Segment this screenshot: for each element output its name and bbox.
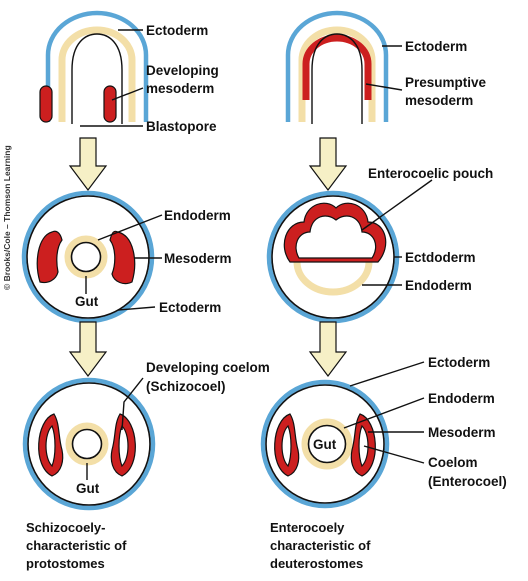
leader-r3-ectoderm [350,362,424,386]
label-gut-3: Gut [76,481,100,496]
label-endoderm-2: Endoderm [164,208,231,223]
left-stage2: Endoderm Mesoderm Gut Ectoderm [24,193,232,321]
leader-left-devmeso [112,88,143,100]
label-left-blastopore: Blastopore [146,119,217,134]
label-endoderm-r2: Endoderm [405,278,472,293]
right-gastrula: Ectoderm Presumptive mesoderm [288,13,487,124]
label-right-ectoderm: Ectoderm [405,39,467,54]
caption-left-line3: protostomes [26,556,105,571]
caption-left-line1: Schizocoely- [26,520,105,535]
label-left-developing: Developing [146,63,219,78]
right-stage2: Enterocoelic pouch Ectdoderm Endoderm [269,166,493,321]
label-ectoderm-2: Ectoderm [159,300,221,315]
left-arrow-1 [70,138,106,190]
label-schizocoel: (Schizocoel) [146,379,226,394]
left-stage2-mesoderm-left [37,231,62,282]
label-right-mesoderm: mesoderm [405,93,473,108]
label-mesoderm-2: Mesoderm [164,251,232,266]
credit-text: © Brooks/Cole – Thomson Learning [2,145,12,290]
left-gastrula-mesoderm-left [40,86,52,122]
right-stage3: Ectoderm Endoderm Mesoderm Gut Coelom (E… [263,355,507,506]
caption-right-line3: deuterostomes [270,556,363,571]
left-stage2-gut [68,239,104,275]
label-r3-mesoderm: Mesoderm [428,425,496,440]
leader-endoderm [98,215,162,240]
label-r3-coelom: Coelom [428,455,478,470]
label-r3-gut: Gut [313,437,337,452]
caption-left-line2: characteristic of [26,538,127,553]
right-stage2-enterocoelic-pouch [284,203,385,262]
label-r3-endoderm: Endoderm [428,391,495,406]
left-arrow-2 [70,322,106,376]
label-ectdoderm: Ectdoderm [405,250,476,265]
right-gastrula-presumptive-mesoderm [306,38,368,100]
right-stage3-coelom-left [275,414,299,476]
right-stage2-endoderm-arc [297,262,369,292]
right-arrow-1 [310,138,346,190]
label-left-mesoderm: mesoderm [146,81,214,96]
left-gastrula: Ectoderm Developing mesoderm Blastopore [40,13,219,134]
caption-right-line1: Enterocoely [270,520,345,535]
left-stage3: Developing coelom (Schizocoel) Gut [25,360,270,508]
label-enterocoelic-pouch: Enterocoelic pouch [368,166,493,181]
label-right-presumptive: Presumptive [405,75,487,90]
right-arrow-2 [310,322,346,376]
caption-right-line2: characteristic of [270,538,371,553]
label-r3-enterocoel: (Enterocoel) [428,474,507,489]
label-r3-ectoderm: Ectoderm [428,355,490,370]
left-stage3-coelom-left [39,414,63,476]
label-left-ectoderm: Ectoderm [146,23,208,38]
label-gut-2: Gut [75,294,99,309]
left-stage2-mesoderm-right [110,231,135,283]
left-stage3-coelom-right [111,414,135,476]
left-stage3-gut [69,426,105,462]
label-developing-coelom: Developing coelom [146,360,270,375]
left-gastrula-mesoderm-right [104,86,116,122]
